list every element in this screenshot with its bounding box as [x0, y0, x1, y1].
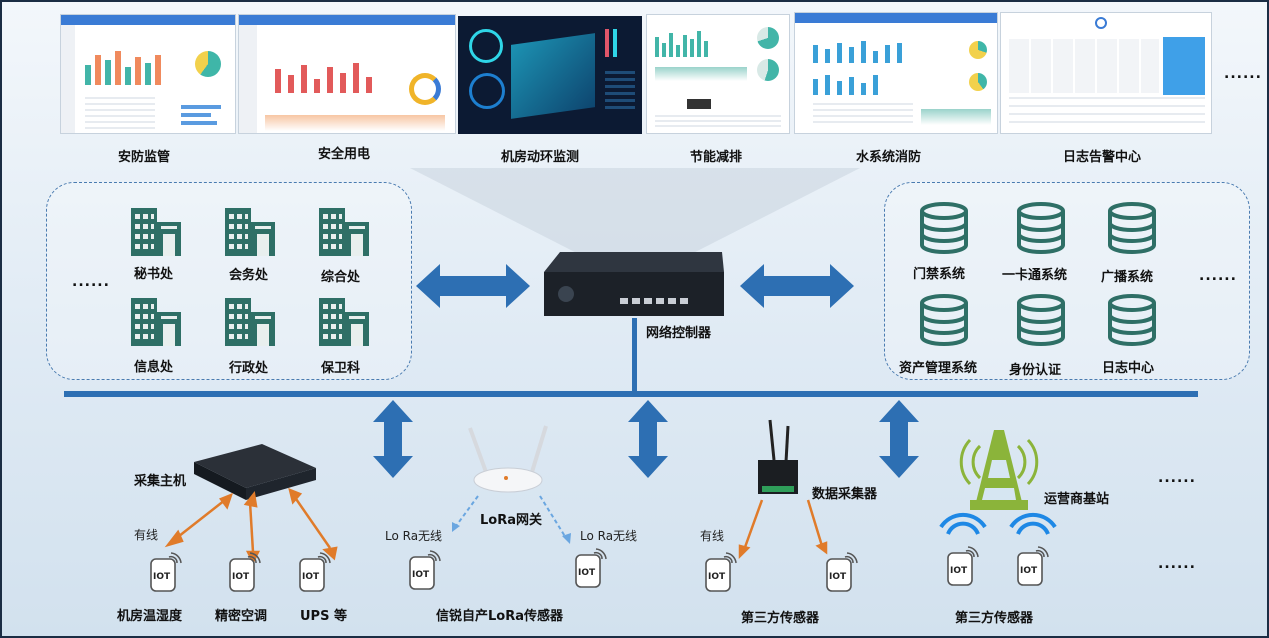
sensor-caption: 机房温湿度	[117, 609, 183, 624]
lora-wireless-link	[539, 495, 567, 539]
iot-text: IOT	[708, 572, 726, 582]
third-party-caption: 第三方传感器	[741, 611, 820, 626]
lora-wireless-link	[455, 495, 479, 527]
lora-link-label: Lo Ra无线	[580, 529, 638, 543]
system-item-label: 广播系统	[1101, 270, 1154, 285]
screenshot-datacenter	[458, 16, 642, 134]
lora-gateway-device	[468, 425, 548, 493]
iot-text: IOT	[153, 572, 171, 582]
top-more: ......	[1224, 66, 1262, 82]
double-arrow-right	[740, 264, 854, 308]
department-label: 会务处	[229, 268, 269, 283]
system-item-label: 日志中心	[1102, 361, 1155, 376]
base-station-label: 运营商基站	[1044, 492, 1110, 507]
data-collector-device	[758, 419, 798, 494]
sensor-caption: UPS 等	[300, 609, 347, 624]
screenshot-security	[60, 14, 236, 134]
screenshot-electric	[238, 14, 456, 134]
wifi-icons	[939, 512, 1057, 535]
system-item-label: 一卡通系统	[1002, 268, 1068, 283]
bottom-more: ......	[1158, 556, 1196, 572]
lora-gateway-label: LoRa网关	[480, 513, 542, 528]
collector-host-label: 采集主机	[134, 474, 187, 489]
controller-uplink	[632, 318, 637, 394]
department-label: 信息处	[134, 360, 174, 375]
department-label: 秘书处	[134, 267, 174, 282]
wired-label: 有线	[700, 529, 725, 543]
third-party-caption: 第三方传感器	[955, 611, 1034, 626]
bottom-more: ......	[1158, 470, 1196, 486]
screenshot-log	[1000, 12, 1212, 134]
system-label-electric: 安全用电	[318, 147, 371, 162]
controller-label: 网络控制器	[646, 326, 712, 341]
lora-sensor-caption: 信锐自产LoRa传感器	[436, 609, 563, 624]
controller-device	[544, 252, 724, 316]
wired-link	[173, 499, 226, 541]
iot-text: IOT	[1020, 566, 1038, 576]
iot-text: IOT	[232, 572, 250, 582]
department-label: 行政处	[229, 361, 269, 376]
system-label-security: 安防监管	[118, 150, 171, 165]
system-label-log: 日志告警中心	[1063, 150, 1142, 165]
double-arrow-down-3	[879, 400, 919, 478]
wired-label: 有线	[134, 528, 159, 542]
double-arrow-down-1	[373, 400, 413, 478]
system-label-energy: 节能减排	[690, 150, 743, 165]
systems-panel	[884, 182, 1250, 380]
sensor-caption: 精密空调	[215, 609, 268, 624]
wired-link	[742, 499, 764, 551]
base-station-icon	[959, 430, 1039, 510]
system-item-label: 身份认证	[1009, 363, 1062, 378]
wired-link	[292, 495, 332, 549]
iot-text: IOT	[578, 568, 596, 578]
screenshot-energy	[646, 14, 790, 134]
double-arrow-left	[416, 264, 530, 308]
department-more: ......	[72, 274, 110, 290]
wired-link	[248, 501, 255, 553]
iot-text: IOT	[829, 572, 847, 582]
iot-text: IOT	[950, 566, 968, 576]
iot-text: IOT	[302, 572, 320, 582]
system-item-label: 门禁系统	[913, 267, 966, 282]
systems-more: ......	[1199, 268, 1237, 284]
double-arrow-down-2	[628, 400, 668, 478]
collector-host-device	[194, 444, 316, 500]
system-label-datacenter: 机房动环监测	[501, 150, 580, 165]
system-label-water: 水系统消防	[856, 150, 922, 165]
network-bus	[64, 391, 1198, 397]
screenshot-water	[794, 12, 998, 134]
wired-link	[806, 499, 824, 547]
lora-link-label: Lo Ra无线	[385, 529, 443, 543]
department-label: 综合处	[321, 270, 361, 285]
system-item-label: 资产管理系统	[899, 361, 978, 376]
data-collector-label: 数据采集器	[812, 487, 878, 502]
department-label: 保卫科	[321, 361, 361, 376]
iot-text: IOT	[412, 570, 430, 580]
